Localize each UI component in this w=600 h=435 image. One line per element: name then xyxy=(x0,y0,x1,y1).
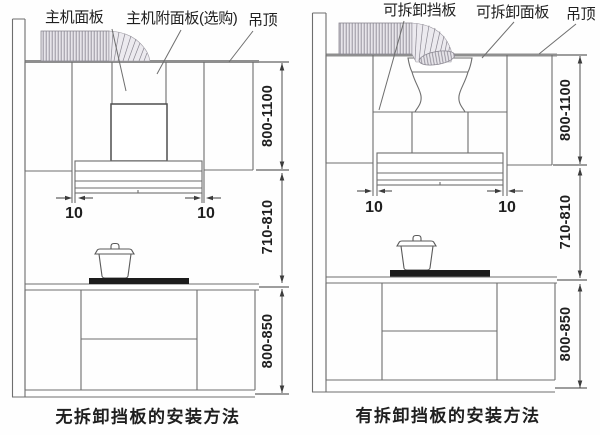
right-cooktop xyxy=(390,270,490,277)
right-base-cabinet xyxy=(312,283,556,393)
right-dim-counter-to-floor: 800-850 xyxy=(557,306,574,362)
left-base-cabinet xyxy=(12,290,256,398)
right-callout-removable-panel: 可拆卸面板 xyxy=(476,4,550,21)
left-cooktop xyxy=(89,278,189,284)
right-dim-ceiling-to-cabinet: 800-1100 xyxy=(557,78,574,142)
right-callout-removable-baffle: 可拆卸挡板 xyxy=(383,2,457,19)
left-diagram xyxy=(11,18,289,398)
left-diagram-caption: 无拆卸挡板的安装方法 xyxy=(55,407,241,427)
right-countertop xyxy=(326,276,557,284)
right-dim-cabinet-to-counter: 710-810 xyxy=(557,194,574,250)
right-dimension-arrows xyxy=(365,56,583,388)
right-hood xyxy=(376,152,504,196)
left-pot xyxy=(94,242,135,279)
left-dimension-arrows xyxy=(65,63,285,393)
left-dim-cabinet-to-counter: 710-810 xyxy=(259,199,276,255)
right-upper-cabinets xyxy=(325,55,553,196)
right-pot xyxy=(396,234,437,271)
right-gap-label-left: 10 xyxy=(365,199,383,216)
right-duct xyxy=(338,22,456,66)
right-gap-label-right: 10 xyxy=(498,199,516,216)
right-leader-lines xyxy=(378,20,577,111)
left-dim-ceiling-to-cabinet: 800-1100 xyxy=(259,84,276,148)
left-duct xyxy=(40,30,151,62)
right-dimension-lines xyxy=(357,54,587,389)
left-wall xyxy=(11,18,26,397)
left-countertop xyxy=(25,283,259,291)
right-funnel-panel xyxy=(407,57,473,113)
left-callout-ceiling: 吊顶 xyxy=(248,12,278,29)
left-callout-attached-panel: 主机附面板(选购) xyxy=(126,10,238,27)
left-upper-cabinets xyxy=(24,62,254,203)
left-dim-counter-to-floor: 800-850 xyxy=(259,313,276,369)
left-callout-main-panel: 主机面板 xyxy=(45,9,104,26)
right-diagram-caption: 有拆卸挡板的安装方法 xyxy=(355,406,541,426)
right-wall xyxy=(311,12,327,392)
left-gap-label-right: 10 xyxy=(197,205,215,222)
right-diagram xyxy=(311,12,587,393)
left-leader-lines xyxy=(111,28,254,92)
left-dimension-lines xyxy=(56,61,289,395)
right-callout-ceiling: 吊顶 xyxy=(566,6,596,23)
left-gap-label-left: 10 xyxy=(65,205,83,222)
left-hood xyxy=(74,160,203,203)
left-main-panel xyxy=(110,103,168,162)
